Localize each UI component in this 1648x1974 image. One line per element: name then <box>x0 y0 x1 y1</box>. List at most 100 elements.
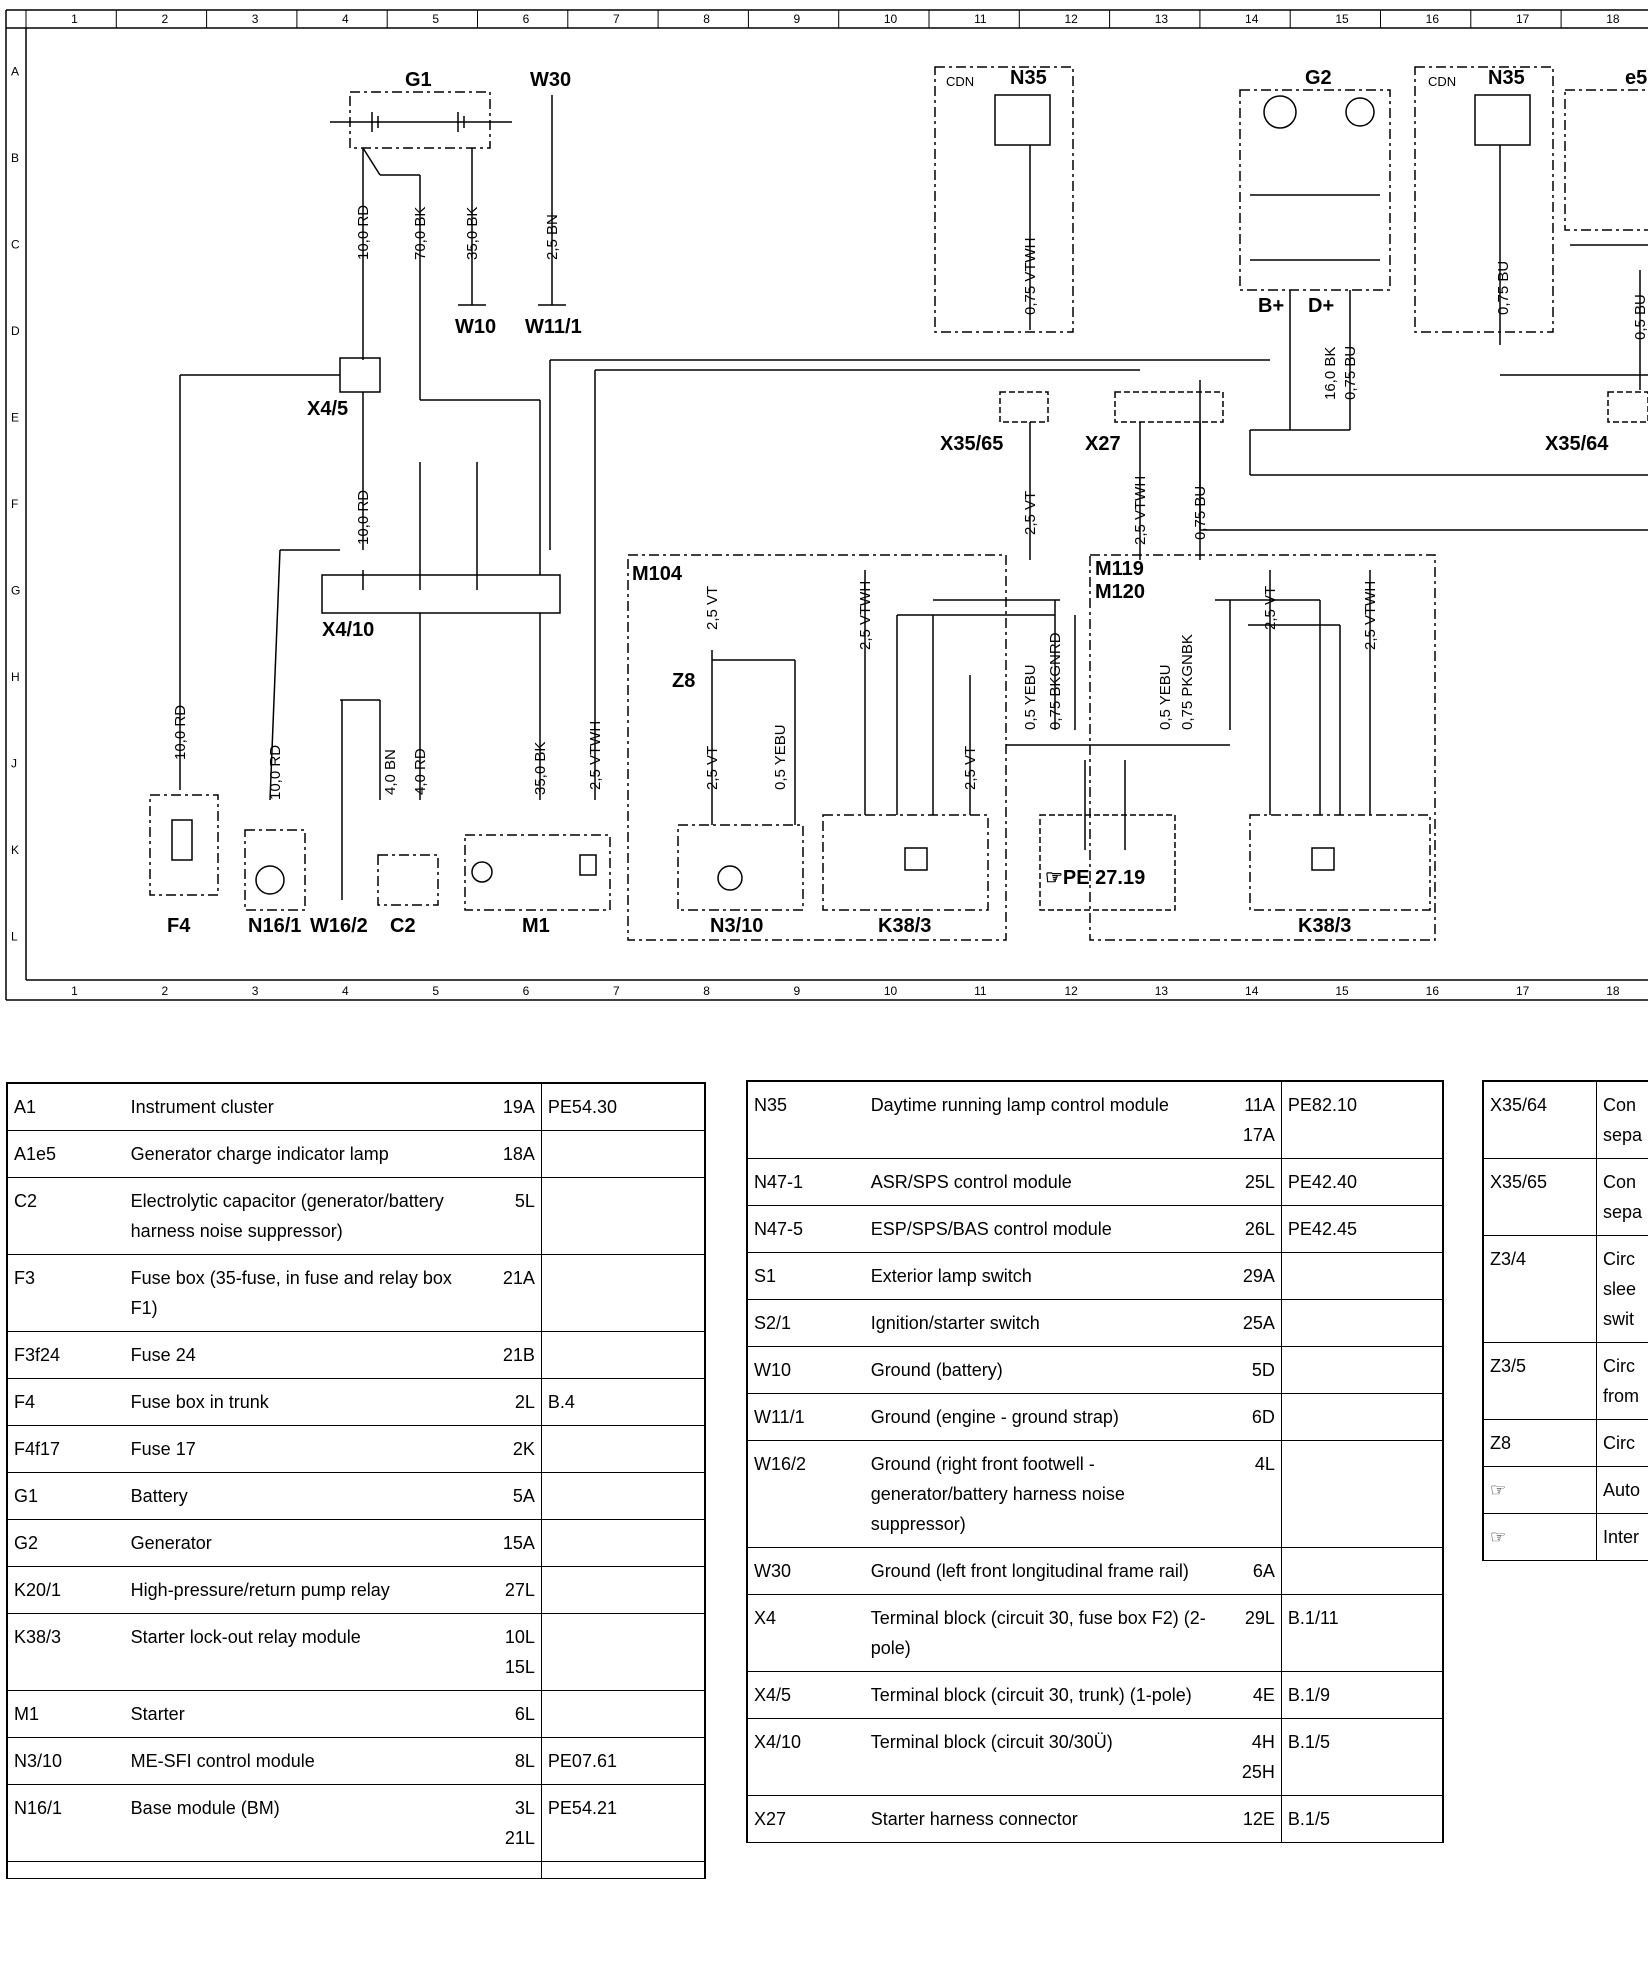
legend-code-cell: ☞ <box>1481 1466 1597 1514</box>
legend-code-cell: S1 <box>746 1252 865 1300</box>
grid-column-4: 4 <box>342 12 349 26</box>
component-label-w16-2: W16/2 <box>310 915 368 937</box>
legend-ref-cell: PE54.30 <box>540 1082 706 1131</box>
legend-ref-cell: B.1/9 <box>1280 1671 1444 1719</box>
legend-code-cell: A1 <box>6 1082 125 1131</box>
component-label-bplus: B+ <box>1258 295 1284 317</box>
wire-label-w9: 0,5 BU <box>1632 294 1648 340</box>
legend-ref-cell <box>540 1130 706 1178</box>
legend-desc-cell: Generator <box>124 1519 480 1567</box>
legend-loc-cell: 6A <box>1219 1547 1282 1595</box>
legend-ref-cell: PE07.61 <box>540 1737 706 1785</box>
legend-code-cell: N3/10 <box>6 1737 125 1785</box>
component-label-z8: Z8 <box>672 670 695 692</box>
grid-column-bottom-15: 15 <box>1335 984 1349 998</box>
legend-loc-cell: 4E <box>1219 1671 1282 1719</box>
component-label-g1: G1 <box>405 69 432 91</box>
legend-loc-cell: 5L <box>479 1177 542 1255</box>
wiring-lines <box>149 66 1648 941</box>
wire-label-w27: 0,5 YEBU <box>1157 664 1174 730</box>
legend-ref-cell <box>1280 1440 1444 1548</box>
legend-loc-cell: 3L 21L <box>479 1784 542 1862</box>
grid-column-8: 8 <box>703 12 710 26</box>
grid-row-D: D <box>11 324 20 338</box>
legend-desc-cell: Instrument cluster <box>124 1082 480 1131</box>
legend-desc-cell: ME-SFI control module <box>124 1737 480 1785</box>
grid-column-bottom-3: 3 <box>252 984 259 998</box>
grid-column-bottom-13: 13 <box>1155 984 1169 998</box>
legend-desc-cell: Base module (BM) <box>124 1784 480 1862</box>
legend-loc-cell: 8L <box>479 1737 542 1785</box>
legend-loc-cell: 5A <box>479 1472 542 1520</box>
legend-code-cell: Z3/4 <box>1481 1235 1597 1343</box>
legend-ref-cell: B.4 <box>540 1378 706 1426</box>
component-label-g2: G2 <box>1305 67 1332 89</box>
legend-code-cell: G1 <box>6 1472 125 1520</box>
wire-label-w1: 10,0 RD <box>355 205 372 260</box>
legend-desc-cell: Battery <box>124 1472 480 1520</box>
legend-code-cell: M1 <box>6 1690 125 1738</box>
legend-ref-cell <box>540 1566 706 1614</box>
wire-label-w24: 2,5 VT <box>962 746 979 790</box>
legend-loc-cell: 5D <box>1219 1346 1282 1394</box>
grid-column-bottom-4: 4 <box>342 984 349 998</box>
legend-desc-cell: Circ <box>1595 1419 1648 1467</box>
legend-desc-cell: Fuse 24 <box>124 1331 480 1379</box>
diagram-frame <box>5 9 1648 1001</box>
legend-ref-cell <box>540 1254 706 1332</box>
grid-column-markers: 1122334455667788991010111112121313141415… <box>25 10 1620 998</box>
grid-column-bottom-9: 9 <box>794 984 801 998</box>
component-label-e5: e5 <box>1625 67 1647 89</box>
grid-column-11: 11 <box>974 12 987 26</box>
legend-loc-cell: 12E <box>1219 1795 1282 1843</box>
legend-row: ☞Auto <box>1481 1466 1648 1514</box>
wire-label-w20: 2,5 VT <box>704 586 721 630</box>
legend-code-cell: N47-5 <box>746 1205 865 1253</box>
grid-column-bottom-8: 8 <box>703 984 710 998</box>
legend-ref-cell <box>1280 1252 1444 1300</box>
legend-desc-cell: Inter <box>1595 1513 1648 1561</box>
wire-label-w18: 35,0 BK <box>532 742 549 795</box>
legend-code-cell: X35/64 <box>1481 1080 1597 1159</box>
legend-loc-cell: 29L <box>1219 1594 1282 1672</box>
wire-label-w14: 10,0 RD <box>172 705 189 760</box>
wire-label-w22: 0,5 YEBU <box>772 724 789 790</box>
wire-label-w2: 70,0 BK <box>412 207 429 260</box>
legend-code-cell: K38/3 <box>6 1613 125 1691</box>
grid-column-16: 16 <box>1426 12 1440 26</box>
legend-desc-cell: Ground (right front footwell - generator… <box>864 1440 1220 1548</box>
grid-column-1: 1 <box>71 12 78 26</box>
legend-ref-cell <box>1280 1299 1444 1347</box>
legend-loc-cell: 6L <box>479 1690 542 1738</box>
legend-desc-cell: Auto <box>1595 1466 1648 1514</box>
component-label-w11-1: W11/1 <box>525 316 582 338</box>
legend-desc-cell: Exterior lamp switch <box>864 1252 1220 1300</box>
component-label-x35-65: X35/65 <box>940 433 1003 455</box>
legend-code-cell: N35 <box>746 1080 865 1159</box>
wiring-diagram: 1122334455667788991010111112121313141415… <box>5 9 1648 1001</box>
legend-loc-cell: 26L <box>1219 1205 1282 1253</box>
legend-desc-cell: Fuse box in trunk <box>124 1378 480 1426</box>
legend-code-cell: X4/10 <box>746 1718 865 1796</box>
legend-desc-cell: Ground (battery) <box>864 1346 1220 1394</box>
grid-column-6: 6 <box>523 12 530 26</box>
wire-label-w19: 2,5 VTWH <box>587 721 604 790</box>
component-label-k38-3-b: K38/3 <box>1298 915 1351 937</box>
grid-row-C: C <box>11 237 20 251</box>
component-label-k38-3-a: K38/3 <box>878 915 931 937</box>
component-label-pe-ref: ☞PE 27.19 <box>1045 867 1145 889</box>
component-label-m119: M119 <box>1095 558 1144 580</box>
